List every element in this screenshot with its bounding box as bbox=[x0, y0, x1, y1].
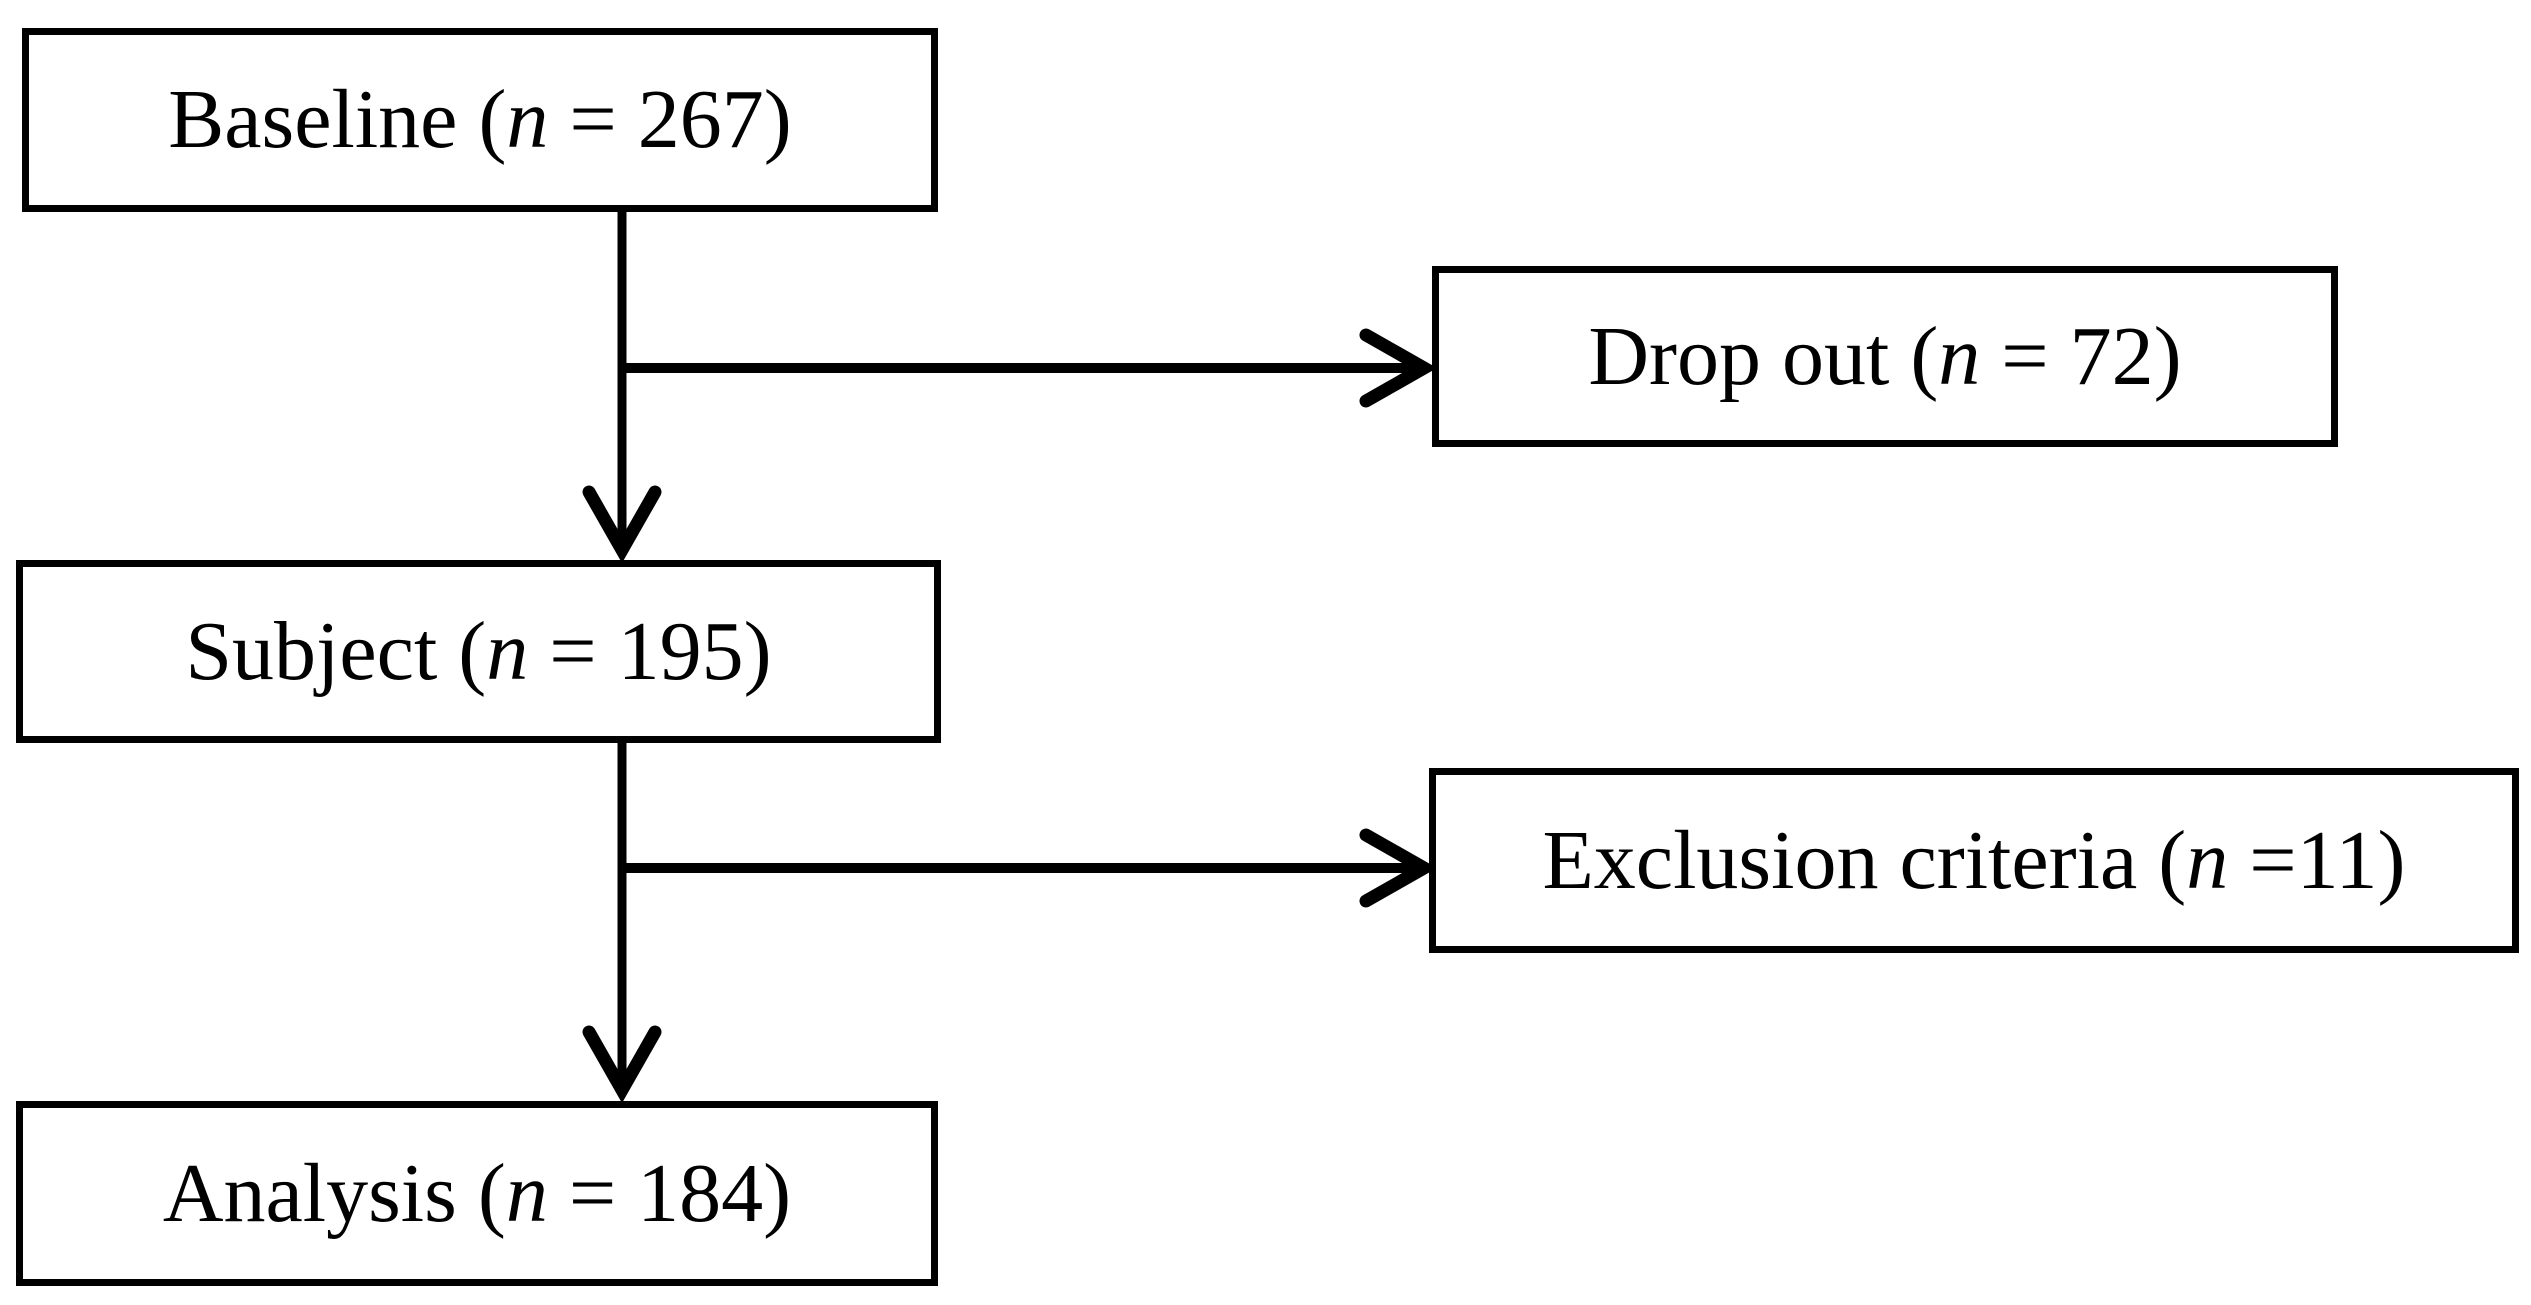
node-dropout: Drop out (n = 72) bbox=[1432, 266, 2338, 447]
node-analysis-label-pre: Analysis ( bbox=[162, 1146, 506, 1240]
arrowhead-right-exclusion bbox=[1359, 828, 1438, 908]
node-baseline-label-pre: Baseline ( bbox=[168, 73, 507, 166]
node-dropout-label-post: = 72) bbox=[1980, 309, 2182, 403]
node-subject-label-post: = 195) bbox=[528, 604, 772, 698]
node-baseline-label-post: = 267) bbox=[548, 73, 792, 166]
node-analysis: Analysis (n = 184) bbox=[16, 1101, 938, 1286]
node-baseline: Baseline (n = 267) bbox=[22, 28, 938, 212]
node-analysis-n-symbol: n bbox=[505, 1146, 548, 1240]
arrowhead-right-dropout bbox=[1359, 328, 1438, 408]
node-baseline-n-symbol: n bbox=[506, 73, 549, 166]
node-exclusion-n-symbol: n bbox=[2186, 813, 2229, 907]
node-exclusion: Exclusion criteria (n =11) bbox=[1429, 768, 2519, 953]
node-dropout-n-symbol: n bbox=[1938, 309, 1981, 403]
node-subject: Subject (n = 195) bbox=[16, 560, 941, 743]
node-analysis-label-post: = 184) bbox=[547, 1146, 792, 1240]
node-exclusion-label-post: =11) bbox=[2228, 813, 2406, 907]
node-dropout-label-pre: Drop out ( bbox=[1588, 309, 1939, 403]
node-subject-label-pre: Subject ( bbox=[185, 604, 487, 698]
arrowhead-down-subject bbox=[582, 485, 662, 564]
arrowhead-down-analysis bbox=[582, 1025, 662, 1104]
node-exclusion-label-pre: Exclusion criteria ( bbox=[1542, 813, 2187, 907]
node-subject-n-symbol: n bbox=[486, 604, 529, 698]
